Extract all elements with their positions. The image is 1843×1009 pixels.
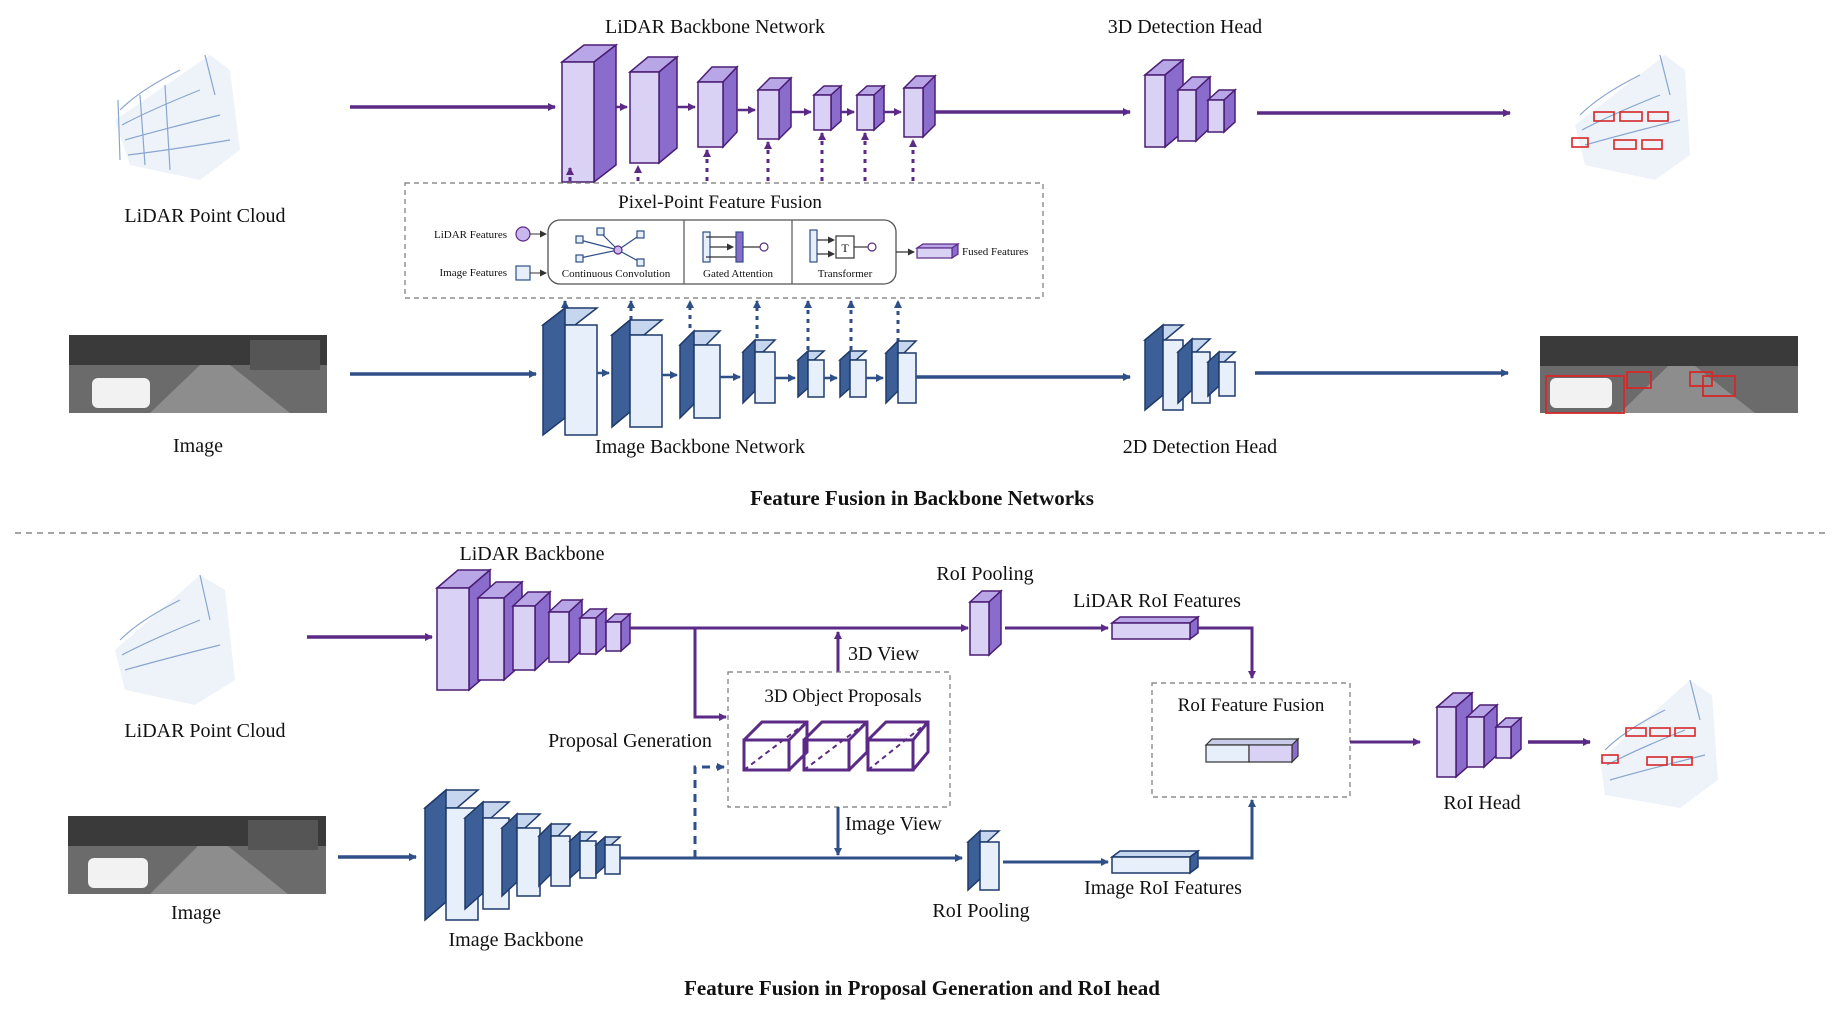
roi-pool-bottom-block <box>966 829 1001 892</box>
roi-pool-bottom-label: RoI Pooling <box>932 900 1029 922</box>
top-image-input-label: Image <box>173 435 223 457</box>
object-proposals-box: 3D Object Proposals <box>727 671 951 808</box>
top-lidar-inner-arrows <box>616 103 902 116</box>
fused-features-icon <box>915 242 960 260</box>
roi-feature-fusion-box: RoI Feature Fusion <box>1151 682 1351 798</box>
lidar-layer-4 <box>756 76 793 141</box>
top-lidar-input-label: LiDAR Point Cloud <box>124 205 285 227</box>
top-2d-detection-output <box>1540 336 1798 414</box>
lidar-point-cloud-image <box>115 54 240 180</box>
image-layer-3 <box>678 329 722 420</box>
top-det2d-head <box>1142 323 1237 412</box>
bottom-lidar-backbone-title: LiDAR Backbone <box>460 543 605 565</box>
lidar-layer-7 <box>902 74 937 139</box>
lidar-layer-6 <box>855 84 886 132</box>
roi-pool-top-block <box>968 589 1003 657</box>
top-lidar-backbone <box>559 43 937 184</box>
gated-attention-label: Gated Attention <box>703 268 773 280</box>
top-det3d-head <box>1142 58 1237 149</box>
image-layer-2 <box>609 318 665 429</box>
roi-fused-feature-block <box>1204 737 1300 764</box>
image-layer-7 <box>884 339 918 405</box>
image-view-label: Image View <box>845 813 942 835</box>
image-feature-icon <box>515 265 531 281</box>
image-roi-features-label: Image RoI Features <box>1084 877 1242 899</box>
bottom-street-image <box>68 816 326 894</box>
lidar-layer-3 <box>696 65 739 149</box>
roi-fusion-title: RoI Feature Fusion <box>1178 695 1325 716</box>
proposals-title: 3D Object Proposals <box>764 686 921 707</box>
proposal-cube-2 <box>802 720 869 772</box>
image-roi-features-block <box>1109 849 1201 875</box>
image-layer-4 <box>741 338 777 405</box>
lidar-layer-2 <box>627 55 680 165</box>
lidar-layer-1 <box>559 43 619 184</box>
image-proposal-dashed-arrow <box>693 763 725 858</box>
top-image-backbone-title: Image Backbone Network <box>595 436 805 458</box>
lidar-features-label: LiDAR Features <box>434 229 507 241</box>
bottom-image-backbone <box>422 788 622 922</box>
bottom-image-backbone-title: Image Backbone <box>449 929 584 951</box>
transformer-label: Transformer <box>818 268 873 280</box>
image-features-label: Image Features <box>440 267 508 279</box>
top-lidar-backbone-title: LiDAR Backbone Network <box>605 16 825 38</box>
lidar-layer-5 <box>812 84 843 132</box>
proposal-generation-arrow <box>693 628 727 721</box>
top-section: LiDAR Point Cloud LiDAR Backbone Network… <box>69 16 1798 510</box>
top-3d-detection-output <box>1571 54 1690 180</box>
top-section-caption: Feature Fusion in Backbone Networks <box>750 486 1094 510</box>
image-layer-1 <box>540 306 600 437</box>
bottom-image-input-label: Image <box>171 902 221 924</box>
bottom-lidar-input-label: LiDAR Point Cloud <box>124 720 285 742</box>
lidar-roi-features-block <box>1109 615 1201 641</box>
image-to-fusion-arrows <box>561 300 902 350</box>
proposal-cube-3 <box>866 720 930 772</box>
image-roi-to-fusion-arrow <box>1198 799 1256 860</box>
bottom-lidar-backbone <box>434 568 632 692</box>
continuous-convolution-label: Continuous Convolution <box>562 268 671 280</box>
pixel-point-fusion-box: Pixel-Point Feature Fusion LiDAR Feature… <box>404 182 1044 299</box>
transformer-icon <box>809 229 877 263</box>
proposal-generation-label: Proposal Generation <box>548 730 712 752</box>
top-image-inner-arrows <box>597 369 884 382</box>
fusion-to-lidar-arrows <box>566 132 917 181</box>
top-det2d-title: 2D Detection Head <box>1123 436 1277 458</box>
roi-head-label: RoI Head <box>1443 792 1520 814</box>
bottom-section-caption: Feature Fusion in Proposal Generation an… <box>684 976 1160 1000</box>
fusion-box-title: Pixel-Point Feature Fusion <box>618 192 822 213</box>
image-layer-5 <box>796 349 826 399</box>
bottom-section: LiDAR Point Cloud LiDAR Backbone RoI Poo… <box>68 543 1718 1000</box>
proposal-cube-1 <box>742 720 809 772</box>
bottom-3d-detection-output <box>1600 679 1718 808</box>
lidar-roi-to-fusion-arrow <box>1198 626 1256 679</box>
fused-features-label: Fused Features <box>962 246 1028 258</box>
top-street-image <box>69 335 327 413</box>
transformer-symbol: T <box>841 241 849 255</box>
top-det3d-title: 3D Detection Head <box>1108 16 1262 38</box>
lidar-roi-features-label: LiDAR RoI Features <box>1073 590 1241 612</box>
bottom-lidar-point-cloud-image <box>115 574 235 705</box>
lidar-feature-icon <box>515 226 531 242</box>
image-layer-6 <box>838 349 868 399</box>
gated-attention-icon <box>702 231 769 263</box>
view-3d-label: 3D View <box>848 643 920 665</box>
top-image-backbone <box>540 306 918 437</box>
roi-head <box>1435 691 1523 779</box>
roi-pool-top-label: RoI Pooling <box>936 563 1033 585</box>
continuous-convolution-icon <box>575 227 645 267</box>
